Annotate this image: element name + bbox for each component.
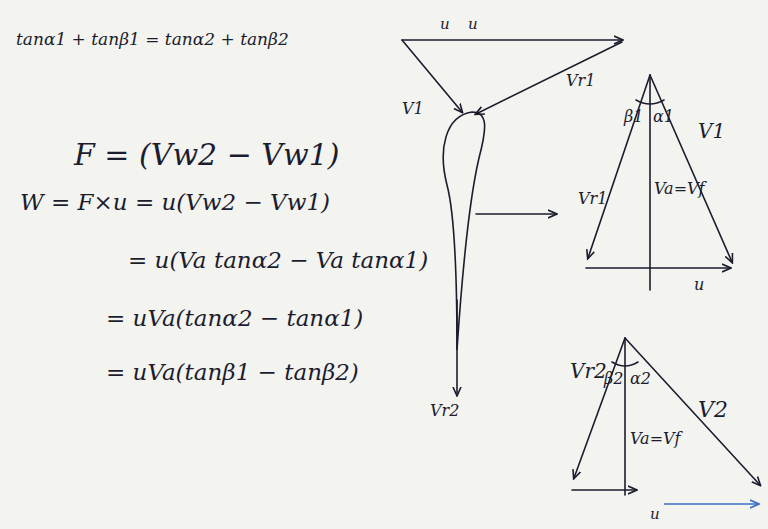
equation: = u(Va tanα2 − Va tanα1) — [128, 248, 428, 273]
velocity-label: V1 — [402, 100, 424, 118]
angle-label: α2 — [630, 370, 651, 388]
velocity-label: Vr1 — [566, 72, 595, 90]
angle-label: α1 — [653, 108, 674, 126]
velocity-label: Va=Vf — [630, 430, 681, 448]
velocity-label: Vr2 — [570, 360, 607, 382]
velocity-label: V2 — [698, 398, 728, 422]
equation: = uVa(tanβ1 − tanβ2) — [106, 360, 359, 385]
velocity-label: u — [694, 276, 704, 294]
velocity-label: V1 — [698, 120, 725, 142]
angle-label: β2 — [604, 370, 623, 388]
equation: F = (Vw2 − Vw1) — [74, 138, 340, 171]
velocity-label: u — [440, 16, 450, 33]
velocity-label: Vr2 — [430, 402, 459, 420]
velocity-label: Vr1 — [578, 190, 607, 208]
equation: tanα1 + tanβ1 = tanα2 + tanβ2 — [16, 30, 289, 49]
velocity-label: Va=Vf — [654, 180, 705, 198]
angle-label: β1 — [624, 108, 643, 126]
velocity-label: u — [650, 506, 660, 523]
equation: = uVa(tanα2 − tanα1) — [106, 306, 363, 331]
equation: W = F×u = u(Vw2 − Vw1) — [20, 190, 330, 215]
velocity-label: u — [468, 16, 478, 33]
